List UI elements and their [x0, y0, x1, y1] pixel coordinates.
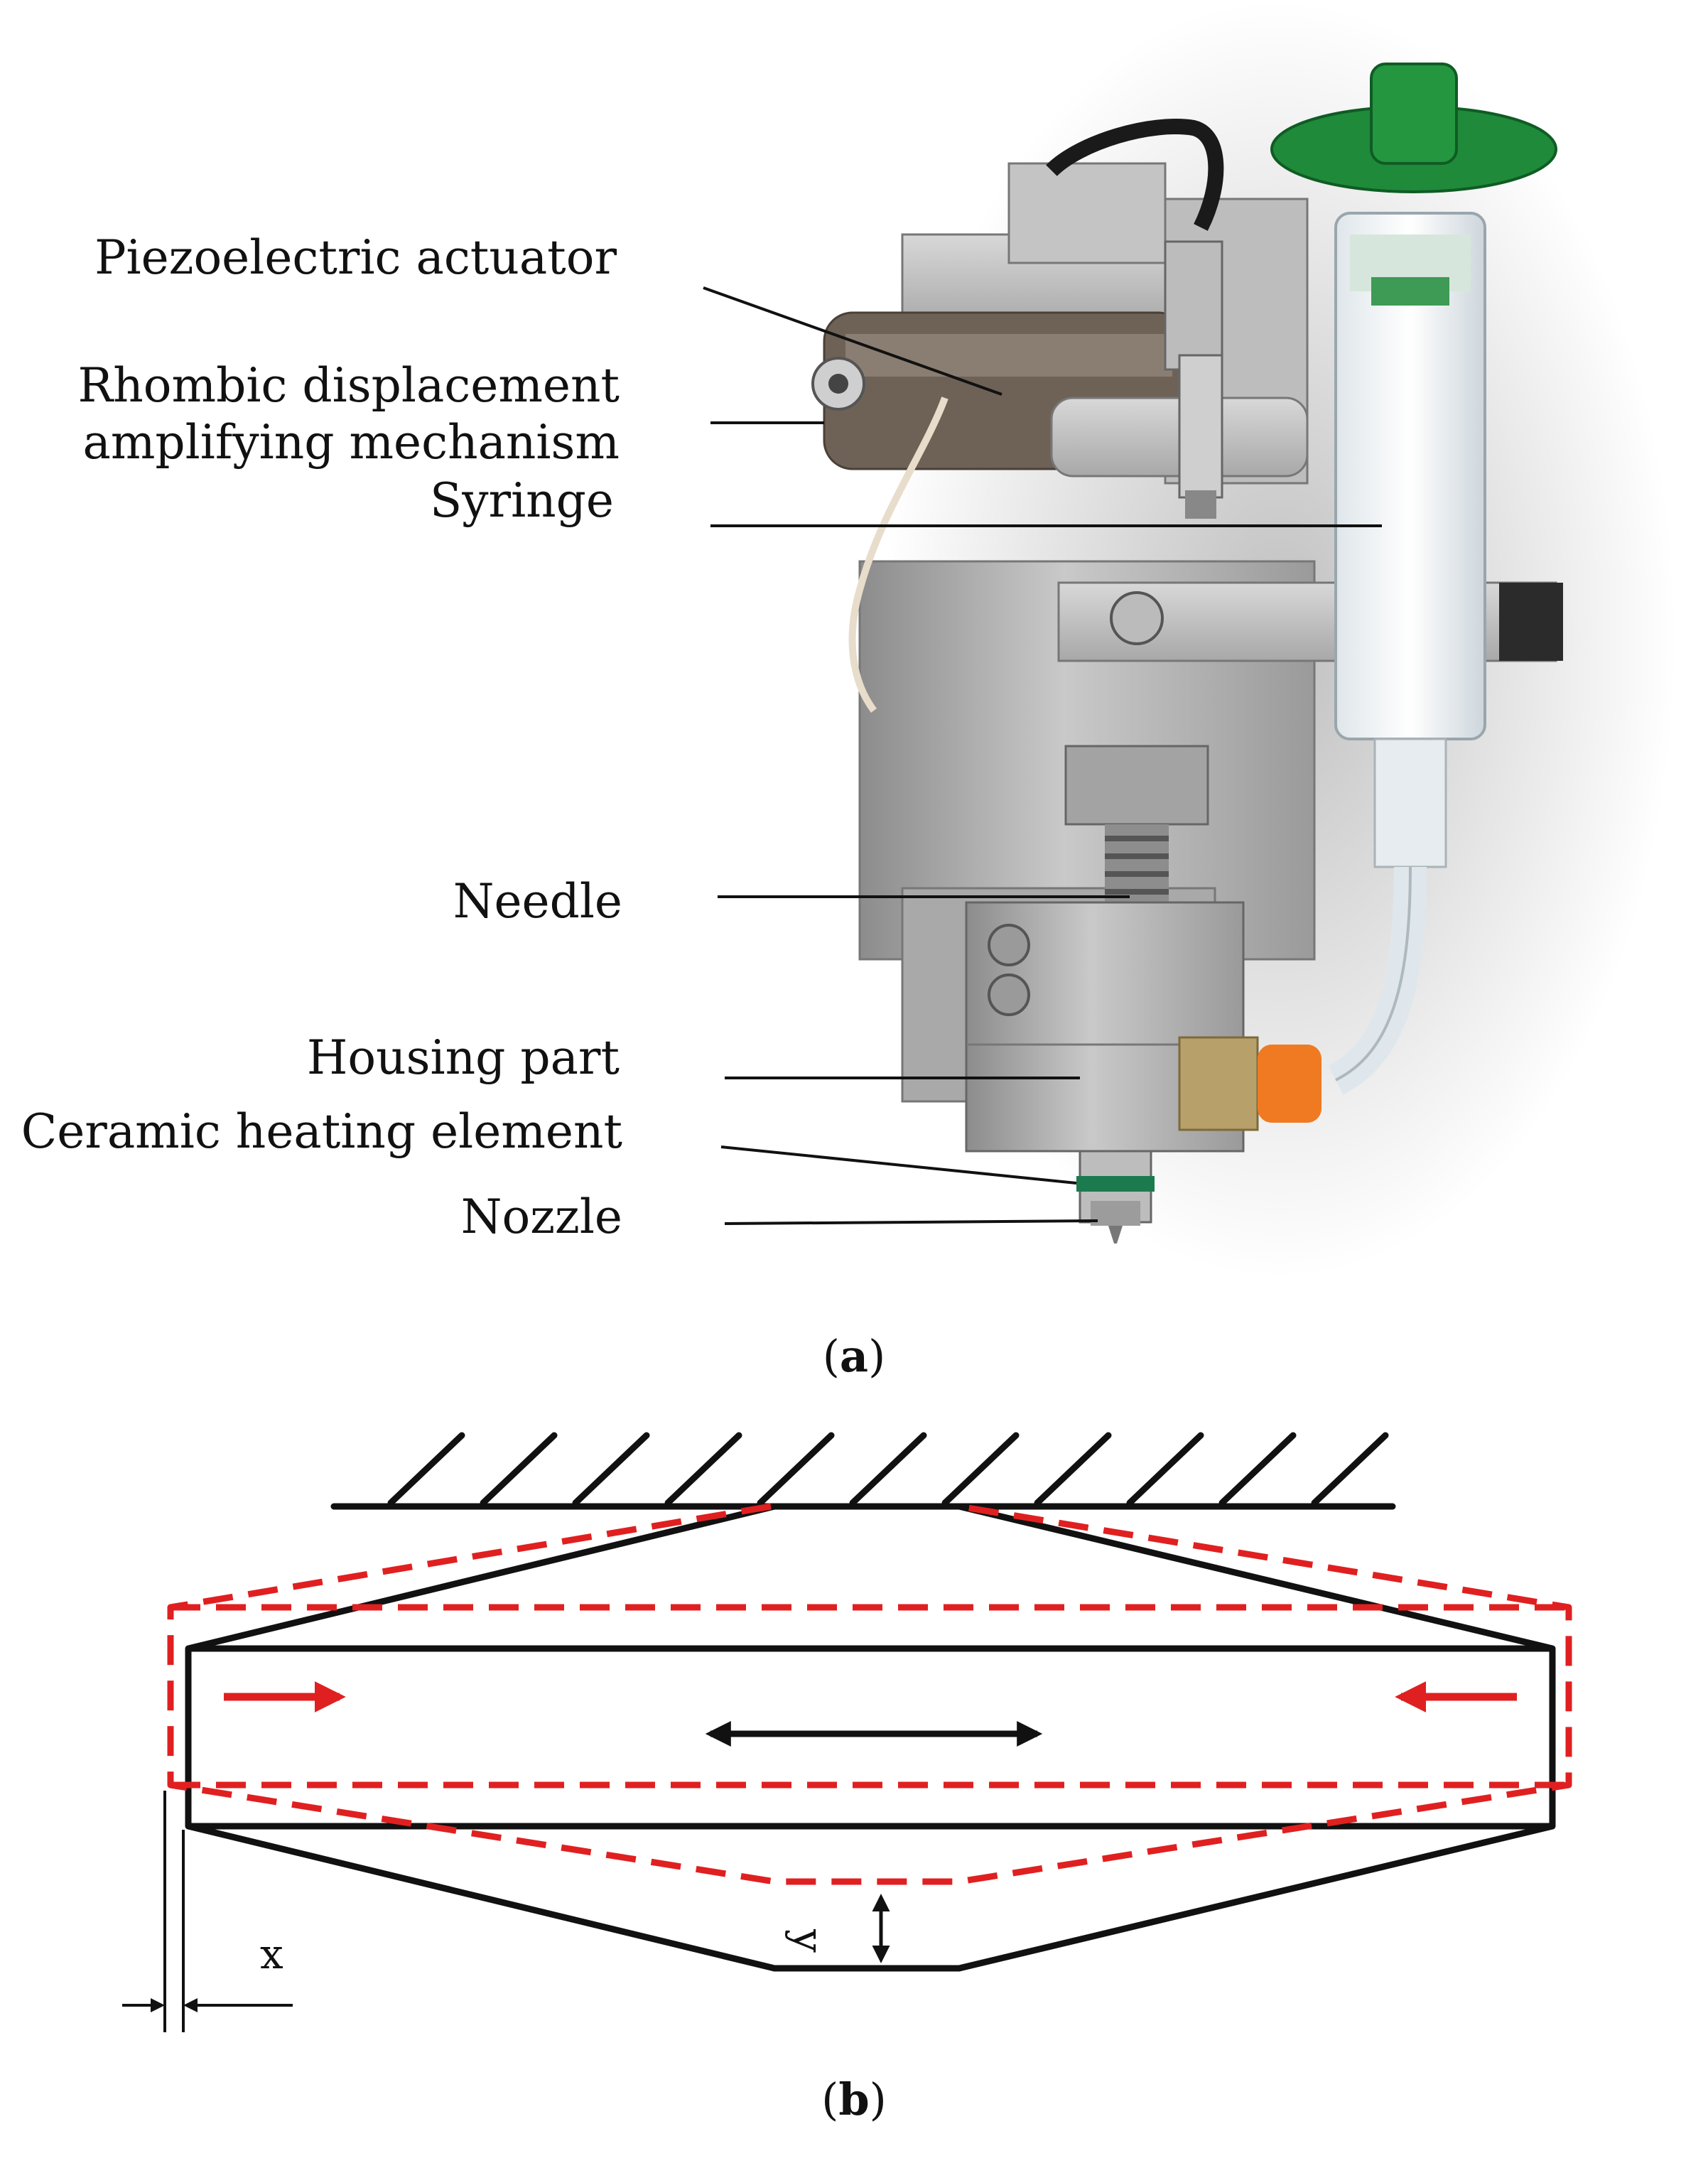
label-needle: Needle — [453, 874, 622, 929]
caption-a-open: ( — [822, 1330, 840, 1382]
needle-clamp — [1064, 745, 1209, 826]
spring-icon — [1105, 824, 1169, 902]
fixed-ground — [330, 1432, 1396, 1510]
label-nozzle: Nozzle — [460, 1190, 622, 1244]
rhombic-top-strip — [845, 334, 1172, 377]
caption-b-open: ( — [821, 2073, 839, 2125]
syringe-cap-top — [1370, 63, 1458, 165]
label-rhombic-line-2: amplifying mechanism — [82, 415, 620, 470]
original-mechanism-outline — [185, 1503, 1556, 1972]
caption-b-letter: b — [838, 2073, 870, 2125]
nozzle-collar — [1091, 1201, 1140, 1226]
leader-lines — [703, 286, 1382, 1225]
caption-a: (a) — [0, 1334, 1708, 1379]
housing-screw-2-icon — [988, 973, 1030, 1016]
label-piezoelectric-actuator: Piezoelectric actuator — [94, 230, 617, 285]
housing-screw-1-icon — [988, 924, 1030, 966]
deformed-rhombus — [167, 1503, 1572, 1885]
white-wire — [848, 397, 948, 713]
orange-connector — [1258, 1045, 1321, 1123]
label-housing-part: Housing part — [306, 1030, 620, 1085]
label-syringe: Syringe — [430, 473, 614, 528]
nozzle-tip — [1108, 1226, 1123, 1244]
x-dimension — [122, 1791, 293, 2032]
label-rhombic-line-1: Rhombic displacement — [77, 358, 620, 413]
x-dimension-label: x — [260, 1930, 283, 1978]
ground-hatching — [387, 1432, 1389, 1506]
crossbar-end — [1499, 583, 1563, 661]
sensor-tip — [1185, 490, 1216, 519]
feed-tube-edge — [1335, 866, 1412, 1082]
device-photo — [703, 0, 1677, 1279]
crossbar-screw-icon — [1110, 591, 1164, 645]
sensor-post — [1164, 240, 1223, 371]
caption-b-close: ) — [869, 2073, 887, 2125]
label-ceramic-heating-element: Ceramic heating element — [21, 1104, 622, 1159]
caption-a-letter: a — [839, 1330, 869, 1382]
syringe-neck — [1373, 738, 1447, 868]
black-cable — [1046, 119, 1224, 231]
outer-rhombus — [185, 1503, 1556, 1972]
y-dimension-label: y — [784, 1929, 833, 1953]
deformed-mechanism-outline — [167, 1503, 1572, 1885]
leader-ceramic — [720, 1145, 1077, 1185]
leader-piezo — [703, 286, 1002, 396]
syringe-seal — [1371, 277, 1449, 306]
ceramic-heating-ring — [1076, 1176, 1155, 1192]
caption-a-close: ) — [868, 1330, 886, 1382]
caption-b: (b) — [0, 2078, 1708, 2122]
mounting-screw-hole — [828, 374, 848, 394]
leader-nozzle — [724, 1219, 1098, 1225]
